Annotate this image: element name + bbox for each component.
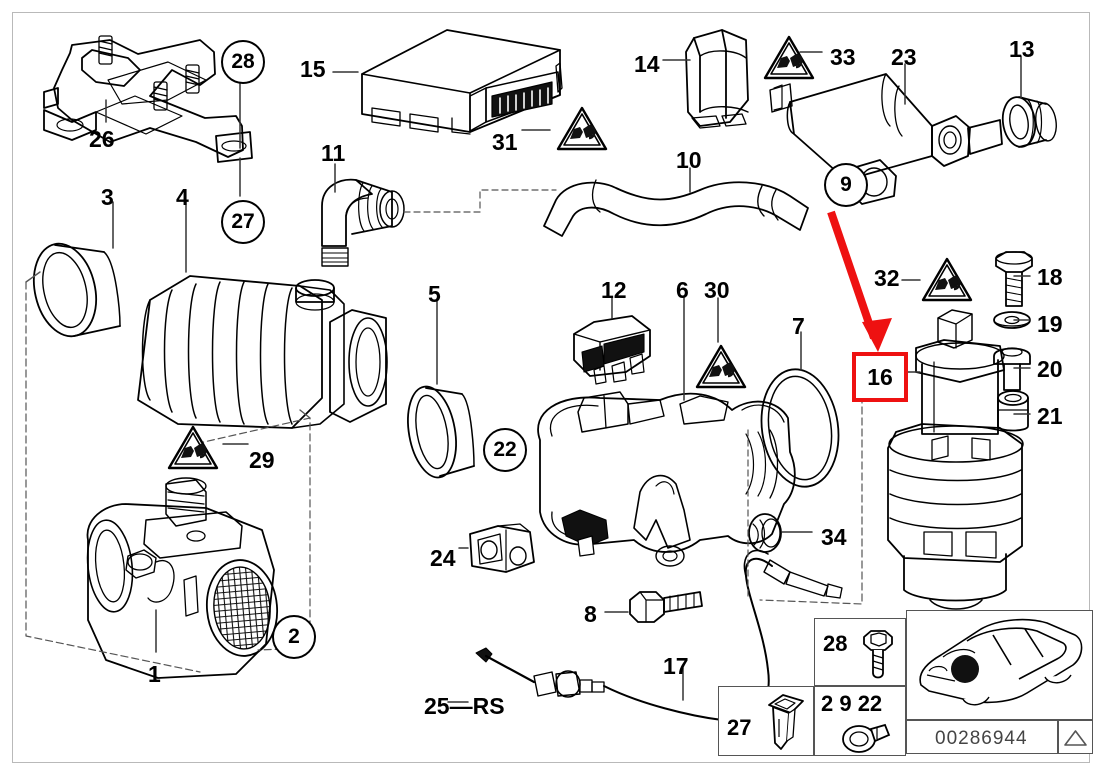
leader-lines (105, 51, 1031, 703)
diagram-number: 00286944 (935, 728, 1028, 749)
callout-7-o-ring: 7 (792, 313, 805, 339)
callout-19-washer: 19 (1037, 311, 1063, 337)
circled-callout-2: 2 (272, 615, 316, 659)
callout-14-clamp: 14 (634, 51, 660, 77)
part-3-ring (33, 242, 121, 338)
part-15-control-unit (361, 29, 563, 135)
group-brackets (25, 189, 863, 673)
callout-5-ring: 5 (428, 281, 441, 307)
diagram-frame-border (12, 12, 1090, 763)
callout-1-air-mass-meter: 1 (148, 661, 161, 687)
legend-label-2-9-22: 2 9 22 (821, 691, 883, 716)
circled-callout-9: 9 (824, 163, 868, 207)
callout-29-warning: 29 (249, 447, 275, 473)
callout-10-hose: 10 (676, 147, 702, 173)
callout-3-ring: 3 (101, 184, 114, 210)
part-21-bush (997, 390, 1029, 432)
part-26-bracket (43, 35, 253, 163)
part-5-ring (407, 385, 475, 479)
callout-31-warning: 31 (492, 129, 518, 155)
callout-26-bracket: 26 (89, 126, 115, 152)
part-20-screw (993, 347, 1031, 391)
callout-25-number: 25 (424, 693, 450, 719)
part-6-intake-manifold (537, 391, 796, 567)
red-highlight-arrow (827, 210, 892, 352)
legend-cell-27: 27 (718, 686, 814, 756)
circled-callout-27: 27 (221, 200, 265, 244)
hex-head-screw-icon (863, 630, 893, 679)
callout-20-screw: 20 (1037, 356, 1063, 382)
callout-32-warning: 32 (874, 265, 900, 291)
part-12-sensor (573, 315, 651, 385)
circled-callout-28: 28 (221, 40, 265, 84)
part-34-grommet (748, 513, 782, 553)
callout-24-clip: 24 (430, 545, 456, 571)
warning-triangle-29 (167, 424, 219, 477)
callout-34-grommet: 34 (821, 524, 847, 550)
diagram-number-box: 00286944 (906, 720, 1058, 754)
callout-8-bolt: 8 (584, 601, 597, 627)
part-18-bolt (995, 251, 1033, 307)
callout-12-sensor: 12 (601, 277, 627, 303)
callout-6-manifold: 6 (676, 277, 689, 303)
part-23-fuel-filter (769, 73, 1003, 205)
callout-25-rs: 25—RS (424, 695, 505, 718)
warning-triangle-32 (921, 256, 973, 309)
part-16-fuel-pump (887, 309, 1024, 610)
legend-label-27: 27 (727, 715, 752, 740)
corner-triangle-box (1058, 720, 1093, 754)
callout-18-bolt: 18 (1037, 264, 1063, 290)
warning-triangle-30 (695, 343, 747, 396)
part-7-o-ring (760, 368, 840, 488)
callout-4-intake-boot: 4 (176, 184, 189, 210)
callout-15-control-unit: 15 (300, 56, 326, 82)
part-10-hose (543, 179, 809, 237)
triangle-up-icon (1064, 730, 1087, 746)
legend-cell-28: 28 (814, 618, 906, 686)
hose-clamp-icon (842, 723, 891, 753)
callout-25-suffix: —RS (449, 693, 505, 719)
callout-17-cable: 17 (663, 653, 689, 679)
callout-13-grommet: 13 (1009, 36, 1035, 62)
callout-11-elbow-hose: 11 (321, 140, 346, 166)
callout-23-fuel-filter: 23 (891, 44, 917, 70)
legend-label-28: 28 (823, 631, 848, 656)
part-13-grommet (1001, 96, 1057, 148)
part-8-bolt (629, 591, 703, 623)
part-24-clip (469, 523, 535, 573)
part-4-intake-boot (137, 275, 388, 429)
part-14-clamp (685, 29, 749, 129)
warning-triangle-31 (556, 105, 608, 158)
callout-21-bush: 21 (1037, 403, 1063, 429)
legend-cell-2-9-22: 2 9 22 (814, 686, 906, 756)
location-marker-dot (951, 655, 979, 683)
callout-30-warning: 30 (704, 277, 730, 303)
car-silhouette-icon (919, 618, 1083, 706)
circled-callout-22: 22 (483, 428, 527, 472)
part-1-air-mass-meter (86, 477, 279, 679)
callout-33-warning: 33 (830, 44, 856, 70)
vehicle-location-panel (906, 610, 1093, 720)
plastic-rivet-icon (768, 694, 804, 750)
warning-triangle-33 (763, 34, 815, 87)
part-11-elbow-hose (321, 178, 405, 267)
highlighted-part-16-box[interactable]: 16 (852, 352, 908, 402)
part-17-throttle-cable (475, 549, 843, 722)
